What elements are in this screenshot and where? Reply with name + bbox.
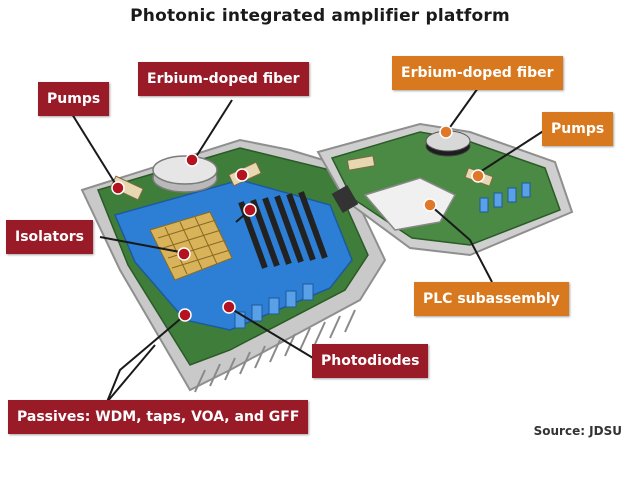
marker-photodiodes bbox=[222, 300, 236, 314]
leader-erbium-right bbox=[447, 87, 479, 131]
leader-isolators bbox=[99, 236, 181, 253]
left-heatsink bbox=[194, 309, 356, 393]
source-credit: Source: JDSU bbox=[533, 424, 622, 438]
diagram-title: Photonic integrated amplifier platform bbox=[130, 6, 510, 26]
photodiode-row bbox=[234, 283, 314, 329]
label-erbium-right: Erbium-doped fiber bbox=[392, 56, 563, 90]
marker-isolators-2 bbox=[243, 203, 257, 217]
marker-erbium-right bbox=[439, 125, 453, 139]
label-plc: PLC subassembly bbox=[414, 282, 569, 316]
leader-pumps-right bbox=[479, 127, 549, 173]
right-pump-1 bbox=[346, 155, 376, 171]
leader-passives-2 bbox=[106, 344, 156, 403]
leader-erbium-left bbox=[193, 99, 233, 161]
marker-pump-left-2 bbox=[235, 168, 249, 182]
right-photodiode-row bbox=[479, 182, 531, 213]
plc-plate bbox=[363, 177, 457, 231]
leader-photodiodes bbox=[229, 307, 319, 362]
markers bbox=[111, 125, 485, 322]
marker-pump-left-1 bbox=[111, 181, 125, 195]
marker-passives bbox=[178, 308, 192, 322]
label-isolators: Isolators bbox=[6, 220, 93, 254]
marker-isolators bbox=[177, 247, 191, 261]
leader-lines bbox=[71, 87, 549, 403]
label-pumps-left: Pumps bbox=[38, 82, 110, 116]
leader-pumps-left bbox=[71, 113, 119, 189]
right-connector bbox=[331, 184, 359, 214]
leader-plc bbox=[429, 204, 493, 283]
label-photodiodes: Photodiodes bbox=[312, 344, 429, 378]
marker-pumps-right bbox=[471, 169, 485, 183]
marker-plc bbox=[423, 198, 437, 212]
leader-passives bbox=[106, 314, 186, 403]
isolator-array bbox=[238, 191, 328, 269]
label-passives: Passives: WDM, taps, VOA, and GFF bbox=[8, 400, 309, 434]
label-pumps-right: Pumps bbox=[542, 112, 614, 146]
passives-grid bbox=[157, 216, 231, 275]
left-fiber-spool bbox=[152, 155, 218, 185]
left-module bbox=[80, 138, 387, 393]
label-erbium-left: Erbium-doped fiber bbox=[138, 62, 309, 96]
marker-erbium-left bbox=[185, 153, 199, 167]
right-module bbox=[316, 122, 574, 257]
